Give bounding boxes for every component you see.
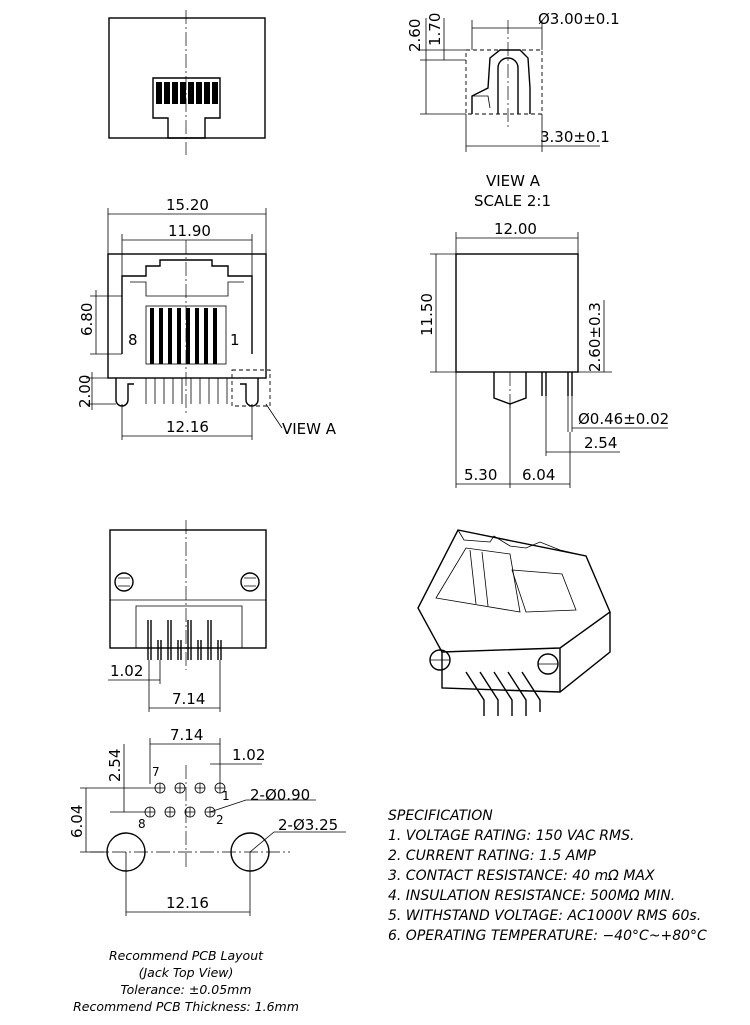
- spec-item: 5. WITHSTAND VOLTAGE: AC1000V RMS 60s.: [388, 908, 701, 924]
- front-opening-width-dim: 11.90: [168, 222, 211, 240]
- side-pin-offset-dim: 2.60±0.3: [586, 302, 604, 372]
- view-a-diameter-dim: Ø3.00±0.1: [538, 10, 620, 28]
- pcb-pitch-dim: 1.02: [232, 746, 265, 764]
- spec-item: 1. VOLTAGE RATING: 150 VAC RMS.: [388, 828, 634, 844]
- pcb-pin-1: 1: [222, 789, 230, 803]
- pcb-pin-8: 8: [138, 817, 146, 831]
- view-a-callout: VIEW A: [282, 420, 337, 438]
- pcb-layout: 7 1 8 2 7.14 1.02 2.54 6.04 2-Ø0.90 2-Ø3…: [68, 726, 346, 916]
- view-a-height-dim-1: 2.60: [406, 19, 424, 52]
- front-pin-label-1: 1: [230, 331, 240, 349]
- pcb-row-to-hole-dim: 6.04: [68, 805, 86, 838]
- front-height-dim: 6.80: [78, 303, 96, 336]
- front-view: 8 1 15.20 11.90 6.80 2.00 12.16 VIEW A: [76, 196, 337, 440]
- rear-pitch-dim: 1.02: [110, 662, 143, 680]
- pcb-note-line: Recommend PCB Layout: [109, 948, 264, 963]
- rear-view: 1.02 7.14: [108, 520, 267, 712]
- specification-block: SPECIFICATION 1. VOLTAGE RATING: 150 VAC…: [388, 808, 707, 944]
- pcb-note-line: (Jack Top View): [139, 965, 234, 980]
- front-overall-width-dim: 15.20: [166, 196, 209, 214]
- side-pin-pitch-dim: 2.54: [584, 434, 617, 452]
- view-a-scale: SCALE 2:1: [474, 192, 551, 210]
- pcb-pin-2: 2: [216, 813, 224, 827]
- side-row-spacing-dim: 6.04: [522, 466, 555, 484]
- pcb-hole-span-dim: 12.16: [166, 894, 209, 912]
- view-a-title: VIEW A: [486, 172, 541, 190]
- isometric-view: [417, 529, 611, 716]
- view-a-detail: Ø3.00±0.1 2.60 1.70 3.30±0.1 VIEW A SCAL…: [406, 10, 620, 210]
- spec-item: 3. CONTACT RESISTANCE: 40 mΩ MAX: [388, 868, 655, 884]
- view-a-height-dim-2: 1.70: [426, 13, 444, 46]
- side-peg-position-dim: 5.30: [464, 466, 497, 484]
- view-a-width-dim: 3.30±0.1: [540, 128, 610, 146]
- pcb-pin-7: 7: [152, 765, 160, 779]
- pcb-note-line: Recommend PCB Thickness: 1.6mm: [73, 999, 299, 1014]
- spec-item: 2. CURRENT RATING: 1.5 AMP: [388, 848, 596, 864]
- pcb-row-offset-dim: 2.54: [106, 749, 124, 782]
- rear-span-dim: 7.14: [172, 690, 205, 708]
- side-depth-dim: 12.00: [494, 220, 537, 238]
- side-pin-diameter-dim: Ø0.46±0.02: [578, 410, 669, 428]
- pcb-small-hole-callout: 2-Ø0.90: [250, 786, 310, 804]
- side-view: 12.00 11.50 2.60±0.3 Ø0.46±0.02 2.54 5.3…: [418, 220, 669, 488]
- front-pin-span-dim: 12.16: [166, 418, 209, 436]
- spec-item: 6. OPERATING TEMPERATURE: −40°C~+80°C: [388, 928, 707, 944]
- spec-item: 4. INSULATION RESISTANCE: 500MΩ MIN.: [388, 888, 675, 904]
- front-pin-label-8: 8: [128, 331, 138, 349]
- pcb-note-line: Tolerance: ±0.05mm: [120, 982, 251, 997]
- front-base-dim: 2.00: [76, 375, 94, 408]
- pcb-note: Recommend PCB Layout (Jack Top View) Tol…: [73, 948, 299, 1014]
- side-height-dim: 11.50: [418, 293, 436, 336]
- top-view: [108, 10, 266, 155]
- pcb-large-hole-callout: 2-Ø3.25: [278, 816, 338, 834]
- spec-heading: SPECIFICATION: [388, 808, 493, 824]
- pcb-span-top-dim: 7.14: [170, 726, 203, 744]
